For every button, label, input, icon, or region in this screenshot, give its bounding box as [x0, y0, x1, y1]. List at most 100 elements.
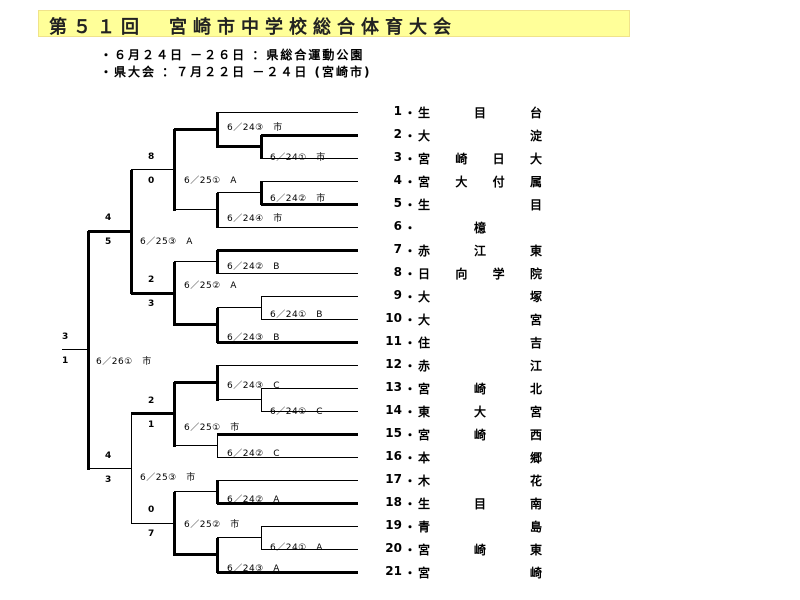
bracket-line	[217, 502, 358, 505]
bullet-dot: ・	[404, 382, 417, 396]
bracket-line	[217, 457, 358, 458]
bracket-line	[217, 480, 358, 481]
bracket-line	[261, 526, 262, 550]
team-name: 東大宮	[418, 405, 542, 419]
team-seed: 15	[385, 426, 402, 440]
score-value: 4	[105, 450, 112, 461]
bracket-line	[173, 382, 176, 447]
bracket-line	[261, 296, 262, 320]
bracket-line	[216, 537, 219, 573]
bullet-dot: ・	[404, 428, 417, 442]
bullet-dot: ・	[404, 497, 417, 511]
bracket-line	[87, 231, 90, 470]
bracket-line	[216, 307, 219, 343]
team-name: 日向学院	[418, 267, 542, 281]
team-seed: 19	[385, 518, 402, 532]
bracket-line	[216, 192, 219, 228]
team-name: 青島	[418, 520, 542, 534]
bracket-line	[131, 412, 174, 415]
bracket-line	[174, 323, 217, 326]
bracket-line	[131, 413, 132, 525]
bullet-dot: ・	[404, 129, 417, 143]
bracket-line	[216, 365, 219, 401]
team-name: 宮崎東	[418, 543, 542, 557]
team-name: 宮崎西	[418, 428, 542, 442]
team-name: 大塚	[418, 290, 542, 304]
bracket-line	[217, 112, 358, 113]
bullet-dot: ・	[404, 106, 417, 120]
match-label: 6／25③ 市	[140, 473, 196, 483]
team-seed: 8	[393, 265, 402, 279]
match-label: 6／24② A	[227, 495, 280, 505]
match-label: 6／24① 市	[270, 153, 326, 163]
bullet-dot: ・	[404, 313, 417, 327]
bullet-dot: ・	[404, 198, 417, 212]
match-label: 6／24① A	[270, 543, 323, 553]
match-label: 6／25① A	[184, 176, 237, 186]
bracket-line	[217, 145, 261, 148]
team-seed: 7	[393, 242, 402, 256]
bracket-line	[217, 249, 358, 252]
score-value: 3	[62, 331, 69, 342]
bracket-line	[217, 365, 358, 366]
score-value: 0	[148, 175, 155, 186]
match-label: 6／25② 市	[184, 520, 240, 530]
bracket-line	[131, 292, 174, 295]
bullet-dot: ・	[404, 520, 417, 534]
team-seed: 16	[385, 449, 402, 463]
team-name: 宮大付属	[418, 175, 542, 189]
bullet-dot: ・	[404, 359, 417, 373]
team-name: 生目南	[418, 497, 542, 511]
bullet-dot: ・	[404, 451, 417, 465]
schedule-info: ・６月２４日 －２６日 ：県総合運動公園	[100, 48, 365, 62]
team-seed: 2	[393, 127, 402, 141]
bracket-line	[216, 250, 219, 274]
bracket-line	[62, 349, 88, 350]
team-name: 赤江	[418, 359, 542, 373]
bracket-line	[260, 135, 263, 159]
team-seed: 20	[385, 541, 402, 555]
bullet-dot: ・	[404, 152, 417, 166]
bullet-dot: ・	[404, 267, 417, 281]
team-name: 宮崎	[418, 566, 542, 580]
team-seed: 13	[385, 380, 402, 394]
team-name: 宮崎北	[418, 382, 542, 396]
bullet-dot: ・	[404, 336, 417, 350]
score-value: 3	[148, 299, 155, 310]
bullet-dot: ・	[404, 175, 417, 189]
bracket-line	[217, 434, 218, 458]
match-label: 6／25② A	[184, 281, 237, 291]
bullet-dot: ・	[404, 474, 417, 488]
score-value: 1	[148, 419, 155, 430]
score-value: 7	[148, 529, 155, 540]
score-value: 2	[148, 395, 155, 406]
bracket-line	[174, 128, 217, 131]
bracket-line	[261, 158, 358, 159]
team-seed: 1	[393, 104, 402, 118]
bracket-line	[217, 537, 261, 538]
team-seed: 10	[385, 311, 402, 325]
bracket-line	[88, 468, 131, 469]
bracket-line	[174, 491, 217, 492]
bracket-line	[174, 381, 217, 384]
team-seed: 3	[393, 150, 402, 164]
match-label: 6／24② 市	[270, 194, 326, 204]
bullet-dot: ・	[404, 405, 417, 419]
bracket-line	[174, 553, 217, 556]
match-label: 6／24④ 市	[227, 214, 283, 224]
match-label: 6／24② B	[227, 262, 280, 272]
team-name: 生目	[418, 198, 542, 212]
match-label: 6／24① B	[270, 310, 323, 320]
team-name: 檍	[473, 221, 486, 235]
match-label: 6／24③ 市	[227, 123, 283, 133]
team-seed: 17	[385, 472, 402, 486]
bracket-line	[261, 203, 358, 206]
match-label: 6／25③ A	[140, 237, 193, 247]
team-seed: 9	[393, 288, 402, 302]
bracket-line	[131, 169, 174, 170]
team-name: 本郷	[418, 451, 542, 465]
team-seed: 6	[393, 219, 402, 233]
bracket-line	[261, 319, 358, 320]
bracket-line	[88, 230, 131, 233]
bracket-line	[261, 526, 358, 527]
